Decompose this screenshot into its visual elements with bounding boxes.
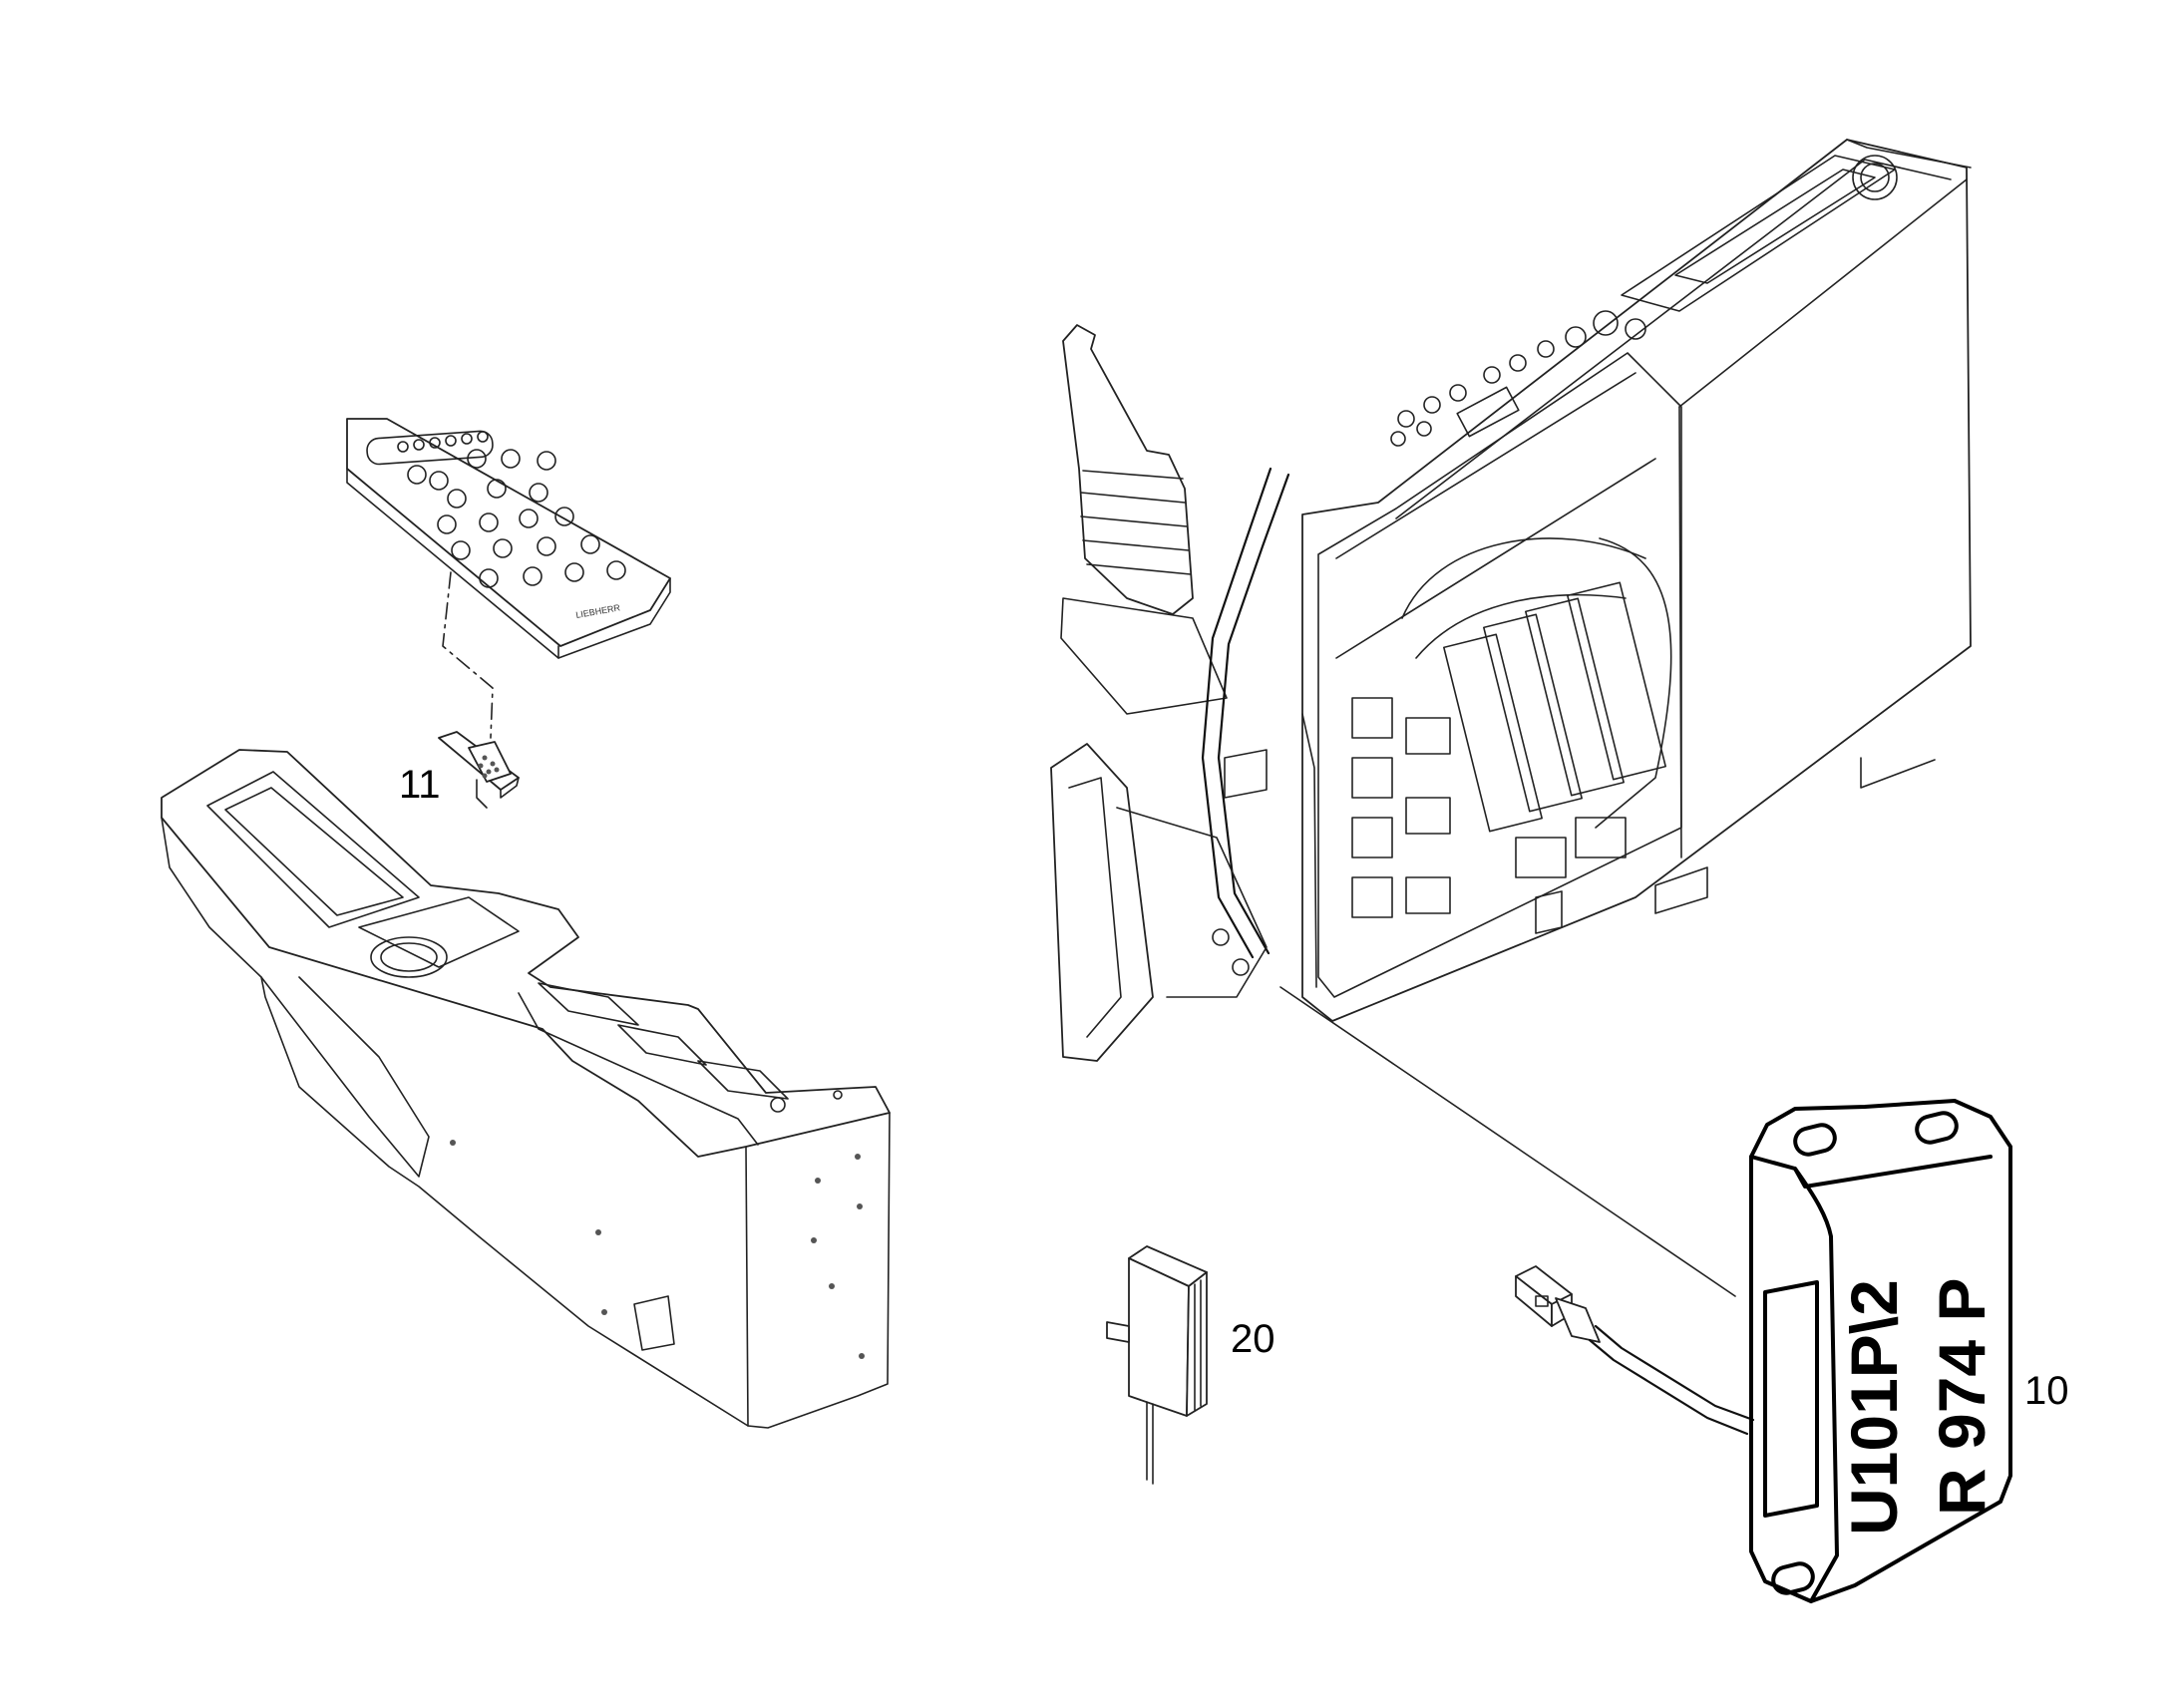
callout-11: 11 <box>399 763 441 807</box>
cabinet-to-module-leader <box>1279 986 1736 1297</box>
module-label-line2: R 974 P <box>1925 1278 1998 1516</box>
callout-10: 10 <box>2024 1369 2069 1413</box>
module-label-line1: U101P\2 <box>1837 1279 1911 1536</box>
small-relay-module <box>1106 1245 1208 1485</box>
joystick-armrest <box>1050 324 1317 1062</box>
dsub-connector <box>438 731 520 809</box>
main-control-module: U101P\2 R 974 P <box>1749 1099 2012 1603</box>
keypad-to-connector-leader <box>442 571 494 739</box>
control-cabinet <box>1301 139 1972 1022</box>
module-cable-plug <box>1515 1265 1755 1436</box>
callout-20: 20 <box>1231 1317 1275 1361</box>
operator-console <box>161 749 891 1429</box>
keypad-panel: LIEBHERR <box>346 418 671 659</box>
